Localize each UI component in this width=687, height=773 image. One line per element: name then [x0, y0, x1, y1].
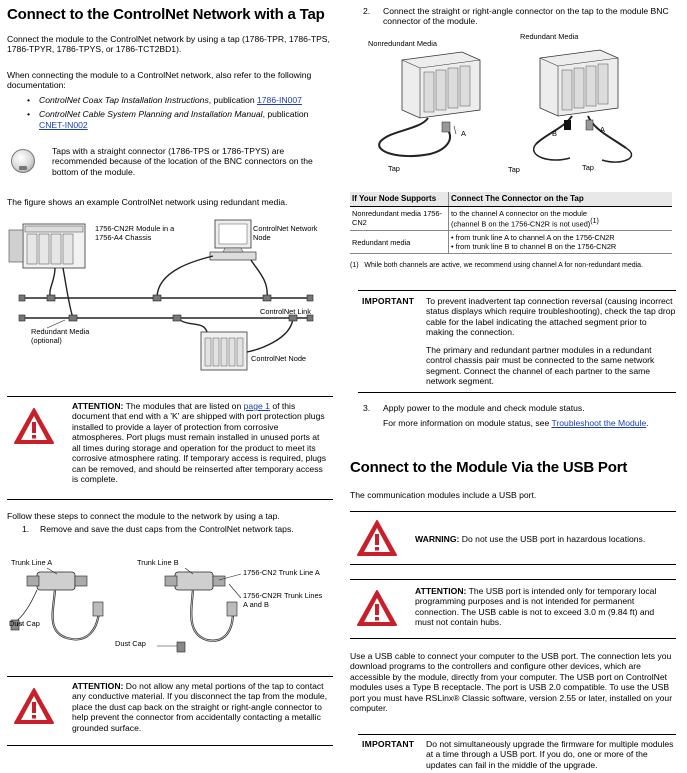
step3-more: For more information on module status, s… — [383, 418, 649, 428]
section-title-usb: Connect to the Module Via the USB Port — [350, 459, 628, 476]
table-header-row: If Your Node Supports Connect The Connec… — [350, 192, 672, 207]
tip-lightbulb-icon — [11, 149, 35, 173]
attention-box-metal-contact: ATTENTION: Do not allow any metal portio… — [7, 676, 333, 746]
media-connection-figure: Nonredundant Media Redundant Media A Tap… — [350, 30, 680, 180]
label-nonredundant-media: Nonredundant Media — [368, 39, 438, 48]
label-a-redundant: A — [600, 125, 605, 134]
step-number: 3. — [363, 403, 371, 413]
connection-table: If Your Node Supports Connect The Connec… — [350, 192, 672, 255]
attention-triangle-icon — [14, 408, 54, 444]
important-label: IMPORTANT — [362, 296, 415, 306]
table-cell: Redundant media — [350, 230, 449, 255]
tap-a-drawing — [10, 571, 104, 641]
label-module-chassis: 1756-CN2R Module in a 1756-A4 Chassis — [95, 224, 175, 242]
page-1-link[interactable]: page 1 — [243, 401, 270, 411]
media-diagram — [378, 49, 633, 163]
troubleshoot-link[interactable]: Troubleshoot the Module — [551, 418, 647, 428]
label-dust-cap-2: Dust Cap — [115, 639, 146, 648]
chassis-drawing — [8, 223, 86, 269]
controlnet-network-figure: 1756-CN2R Module in a 1756-A4 Chassis Co… — [7, 210, 340, 390]
tap-dust-cap-figure: Trunk Line A Trunk Line B 1756-CN2 Trunk… — [7, 552, 340, 667]
warning-box-hazardous: WARNING: Do not use the USB port in haza… — [350, 511, 676, 565]
label-controlnet-link: ControlNet Link — [260, 307, 311, 316]
docs-intro-paragraph: When connecting the module to a ControlN… — [7, 70, 312, 91]
section-title-controlnet-tap: Connect to the ControlNet Network with a… — [7, 6, 325, 23]
label-b: B — [552, 129, 557, 138]
important-label: IMPORTANT — [362, 739, 415, 749]
important-text: To prevent inadvertent tap connection re… — [426, 296, 676, 338]
attention-text: ATTENTION: Do not allow any metal portio… — [72, 681, 328, 733]
redundant-module-drawing — [533, 49, 633, 163]
label-cn2r-trunk-ab: 1756-CN2R Trunk Lines A and B — [243, 591, 323, 609]
usb-body: Use a USB cable to connect your computer… — [350, 651, 673, 714]
table-cell: to the channel A connector on the module… — [448, 206, 672, 232]
label-cn2-trunk-a: 1756-CN2 Trunk Line A — [243, 568, 320, 577]
figure-intro: The figure shows an example ControlNet n… — [7, 197, 288, 207]
label-tap-2: Tap — [508, 165, 520, 174]
computer-drawing — [209, 219, 257, 261]
label-a-nonredundant: A — [461, 129, 466, 138]
table-row: Redundant media • from trunk line A to c… — [350, 230, 672, 255]
table-header-cell: Connect The Connector on the Tap — [448, 192, 672, 207]
step3-text: Apply power to the module and check modu… — [383, 403, 585, 413]
attention-box-usb: ATTENTION: The USB port is intended only… — [350, 579, 676, 639]
label-dust-cap-1: Dust Cap — [9, 619, 40, 628]
redundant-media-leader — [46, 319, 66, 329]
figure-leaders — [17, 567, 242, 647]
doc-list-item: ControlNet Coax Tap Installation Instruc… — [27, 95, 332, 106]
attention-text: ATTENTION: The modules that are listed o… — [72, 401, 327, 485]
steps-intro: Follow these steps to connect the module… — [7, 511, 280, 521]
table-header-cell: If Your Node Supports — [350, 192, 449, 207]
table-cell: • from trunk line A to channel A on the … — [448, 230, 672, 255]
label-redundant-media: Redundant Media (optional) — [31, 327, 90, 345]
tap-b-drawing — [164, 571, 238, 653]
step-number: 1. — [22, 524, 30, 534]
documentation-list: ControlNet Coax Tap Installation Instruc… — [27, 95, 332, 134]
label-redundant-media: Redundant Media — [520, 32, 579, 41]
label-network-node: ControlNet Network Node — [253, 224, 318, 242]
table-row: Nonredundant media 1756-CN2 to the chann… — [350, 206, 672, 232]
label-controlnet-node: ControlNet Node — [251, 354, 307, 363]
label-trunk-line-b: Trunk Line B — [137, 558, 179, 567]
doc-link-cnet-in002[interactable]: CNET-IN002 — [39, 119, 88, 130]
attention-box-port-plugs: ATTENTION: The modules that are listed o… — [7, 396, 333, 500]
label-trunk-line-a: Trunk Line A — [11, 558, 53, 567]
attention-triangle-icon — [357, 590, 397, 626]
controlnet-node-drawing — [200, 331, 248, 371]
important-rule — [358, 290, 676, 291]
table-cell: Nonredundant media 1756-CN2 — [350, 206, 449, 232]
tap-connectors — [18, 294, 314, 322]
important-text: Do not simultaneously upgrade the firmwa… — [426, 739, 674, 770]
attention-triangle-icon — [14, 688, 54, 724]
label-tap-1: Tap — [388, 164, 400, 173]
attention-text: ATTENTION: The USB port is intended only… — [415, 586, 657, 628]
doc-list-item: ControlNet Cable System Planning and Ins… — [27, 109, 332, 130]
important-rule — [358, 392, 676, 393]
usb-intro: The communication modules include a USB … — [350, 490, 537, 500]
network-diagram — [8, 219, 314, 371]
warning-text: WARNING: Do not use the USB port in haza… — [415, 534, 646, 544]
step1-text: Remove and save the dust caps from the C… — [40, 524, 294, 534]
label-tap-3: Tap — [582, 163, 594, 172]
intro-paragraph: Connect the module to the ControlNet net… — [7, 34, 330, 55]
tip-text: Taps with a straight connector (1786-TPS… — [52, 146, 313, 177]
tap-diagram — [10, 567, 242, 653]
important-text: The primary and redundant partner module… — [426, 345, 655, 387]
step-number: 2. — [363, 6, 371, 16]
doc-link-1786-in007[interactable]: 1786-IN007 — [257, 95, 302, 105]
nonredundant-module-drawing — [378, 51, 481, 158]
warning-triangle-icon — [357, 520, 397, 556]
table-footnote: (1) While both channels are active, we r… — [350, 262, 644, 269]
important-rule — [358, 734, 676, 735]
step2-text: Connect the straight or right-angle conn… — [383, 6, 669, 27]
